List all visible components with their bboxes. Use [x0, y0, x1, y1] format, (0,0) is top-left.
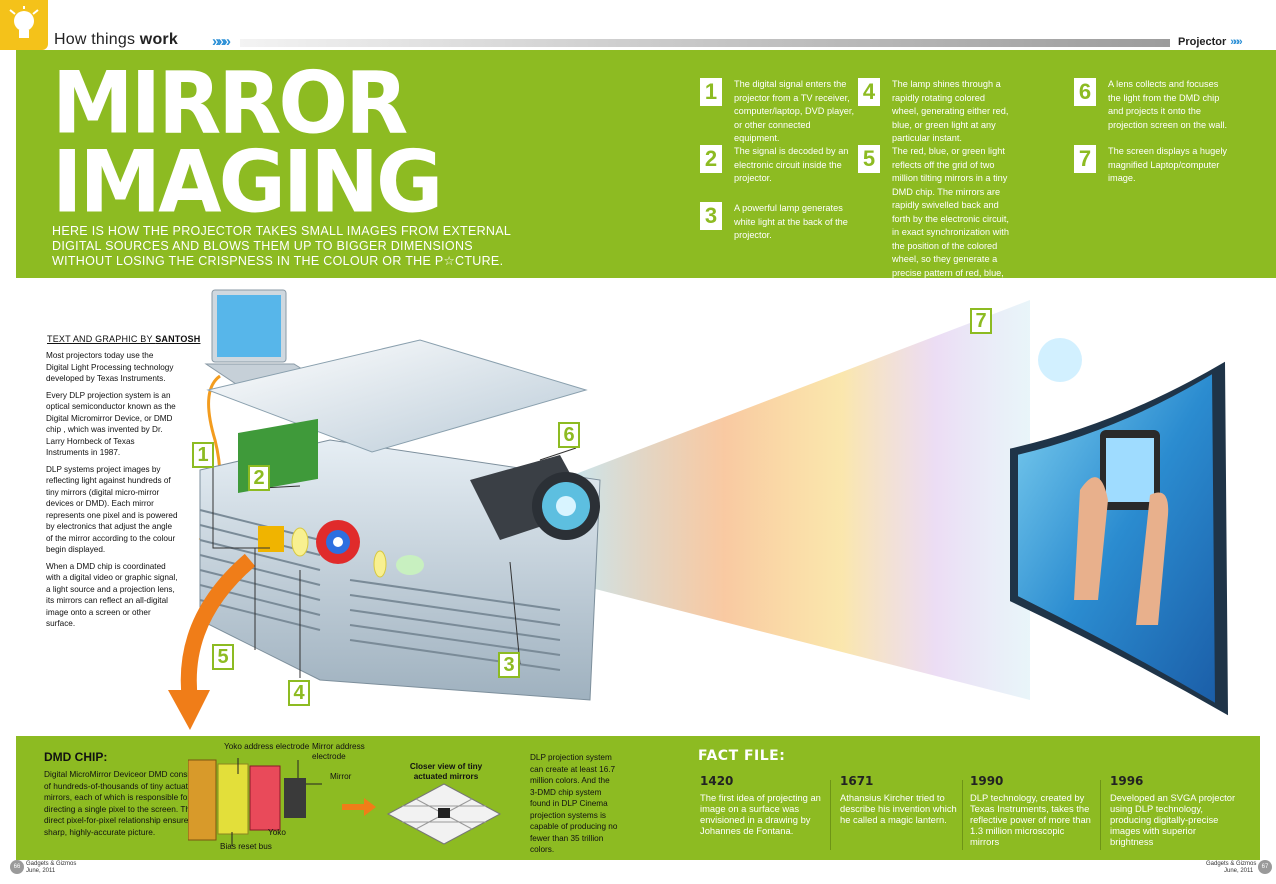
callout-6: 6: [558, 422, 580, 448]
condenser-lens: [291, 527, 309, 557]
fact-divider: [962, 780, 963, 850]
page-number: 67: [1258, 860, 1272, 874]
fact-year: 1671: [840, 774, 874, 788]
footer-mag: Gadgets & Gizmos: [26, 861, 77, 867]
chip-layer: [217, 763, 249, 835]
fact-text: The first idea of projecting an image on…: [700, 792, 821, 836]
header-banner: MIRROR IMAGING HERE IS HOW THE PROJECTOR…: [16, 50, 1276, 305]
arrow-right-icon: [342, 798, 376, 816]
color-wheel-hub: [333, 537, 343, 547]
label-mirror: Mirror: [330, 772, 352, 781]
condenser-lens: [373, 550, 387, 578]
mirror-grid: [386, 783, 502, 845]
screen-tablet-display: [1106, 438, 1154, 502]
fact-item: 1990 DLP technology, created by Texas In…: [970, 774, 1096, 847]
section-label: How things work: [54, 31, 178, 48]
page-title: MIRROR IMAGING: [52, 54, 443, 233]
header-rule: [240, 39, 1170, 47]
projector-illustration: 1 2 3 4 5 6 7: [0, 280, 1276, 736]
fact-year: 1996: [1110, 774, 1144, 788]
step-number: 2: [700, 145, 722, 173]
label-bias-reset: Bias reset bus: [220, 842, 272, 851]
chevron-right-icon: »»»: [1230, 36, 1242, 48]
chevron-right-icon: »»»: [212, 33, 231, 50]
footer-date: June, 2011: [1224, 868, 1254, 874]
intro-text: HERE IS HOW THE PROJECTOR TAKES SMALL IM…: [52, 224, 511, 268]
fact-item: 1671 Athansius Kircher tried to describe…: [840, 774, 966, 825]
callout-7: 7: [970, 308, 992, 334]
body-paragraph: Most projectors today use the Digital Li…: [46, 351, 174, 383]
screen-hand: [1136, 492, 1169, 625]
step-text: A powerful lamp generates white light at…: [734, 203, 848, 240]
chip-layer: [188, 759, 217, 841]
arrow-head-icon: [168, 690, 210, 730]
step-number: 1: [700, 78, 722, 106]
step-text: The signal is decoded by an electronic c…: [734, 146, 849, 183]
step-number: 6: [1074, 78, 1096, 106]
light-beam: [560, 300, 1030, 700]
fact-item: 1420 The first idea of projecting an ima…: [700, 774, 826, 836]
title-line-1: MIRROR: [52, 54, 408, 154]
topic-tag: Projector»»»: [1172, 36, 1276, 50]
chip-layer: [249, 765, 281, 831]
callout-5: 5: [212, 644, 234, 670]
label-closer-view: Closer view of tiny actuated mirrors: [409, 762, 483, 781]
label-yoko: Yoko: [268, 828, 286, 837]
screen-image: [1018, 374, 1215, 703]
fact-divider: [1100, 780, 1101, 850]
callout-1: 1: [192, 442, 214, 468]
fact-divider: [830, 780, 831, 850]
lens-highlight: [556, 496, 576, 516]
screen-globe: [1038, 338, 1082, 382]
fact-item: 1996 Developed an SVGA projector using D…: [1110, 774, 1236, 847]
step-number: 4: [858, 78, 880, 106]
fact-text: DLP technology, created by Texas Instrum…: [970, 792, 1091, 847]
dlp-note: DLP projection system can create at leas…: [530, 753, 618, 854]
step-text: The red, blue, or green light reflects o…: [892, 146, 1009, 305]
body-paragraph: DLP systems project images by reflecting…: [46, 464, 178, 555]
page-number: 66: [10, 860, 24, 874]
callout-3: 3: [498, 652, 520, 678]
bulb-icon: [0, 0, 48, 50]
projector-diagram: [168, 289, 1228, 730]
body-text: Most projectors today use the Digital Li…: [46, 350, 178, 635]
byline: TEXT AND GRAPHIC BY SANTOSH: [47, 334, 201, 344]
screen-hand: [1074, 477, 1108, 600]
label-mirror-address: Mirror address electrode: [312, 742, 365, 761]
footer-mag: Gadgets & Gizmos: [1206, 861, 1257, 867]
top-bar: How things work »»» Projector»»»: [0, 0, 1276, 50]
step-text: A lens collects and focuses the light fr…: [1108, 79, 1227, 130]
step-text: The lamp shines through a rapidly rotati…: [892, 79, 1009, 143]
title-line-2: IMAGING: [52, 133, 443, 233]
step-number: 5: [858, 145, 880, 173]
mirror-layer: [284, 778, 306, 818]
footer-date: June, 2011: [26, 868, 56, 874]
fact-year: 1990: [970, 774, 1004, 788]
fact-text: Developed an SVGA projector using DLP te…: [1110, 792, 1236, 847]
label-yoko-address: Yoko address electrode: [224, 742, 310, 751]
body-paragraph: When a DMD chip is coordinated with a di…: [46, 561, 178, 629]
dmd-chip-diagram: [188, 758, 502, 846]
step-number: 7: [1074, 145, 1096, 173]
callout-2: 2: [248, 465, 270, 491]
arrow-icon: [180, 553, 256, 701]
lamp: [396, 555, 424, 575]
step-text: The screen displays a hugely magnified L…: [1108, 146, 1227, 183]
fact-file-title: FACT FILE:: [698, 748, 786, 764]
dmd-text: Digital MicroMirror Deviceor DMD consist…: [44, 769, 200, 837]
step-text: The digital signal enters the projector …: [734, 79, 855, 143]
fact-year: 1420: [700, 774, 734, 788]
bottom-band: DMD CHIP: Digital MicroMirror Deviceor D…: [16, 736, 1260, 860]
projector-body: [199, 339, 601, 701]
body-paragraph: Every DLP projection system is an optica…: [46, 390, 176, 458]
fact-text: Athansius Kircher tried to describe his …: [840, 792, 957, 825]
dmd-title: DMD CHIP:: [44, 750, 108, 764]
callout-4: 4: [288, 680, 310, 706]
step-number: 3: [700, 202, 722, 230]
